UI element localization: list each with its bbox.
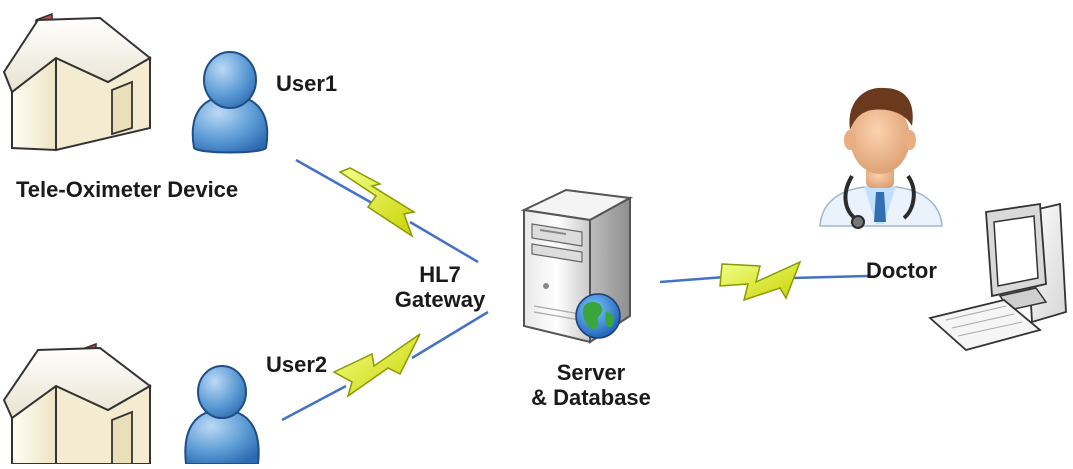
wireless-link-icon [281, 310, 489, 422]
user1-label: User1 [276, 71, 338, 96]
wireless-link-icon [295, 158, 479, 264]
server-label: Server & Database [516, 360, 666, 411]
desktop-computer-icon [928, 202, 1067, 351]
device-label: Tele-Oximeter Device [16, 177, 239, 202]
gateway-label-line2: Gateway [394, 287, 486, 313]
wireless-link-icon [659, 260, 869, 302]
doctor-label: Doctor [866, 258, 937, 283]
server-label-line1: Server [556, 360, 626, 385]
user2-label: User2 [266, 352, 328, 377]
user-icon [184, 365, 260, 465]
gateway-label: HL7 Gateway [380, 262, 500, 313]
house-icon [2, 12, 152, 152]
gateway-label-line1: HL7 [419, 262, 461, 287]
doctor-icon [819, 87, 943, 229]
user-icon [191, 51, 269, 154]
house-icon [2, 342, 152, 465]
globe-icon [575, 293, 621, 339]
server-label-line2: & Database [531, 385, 651, 411]
